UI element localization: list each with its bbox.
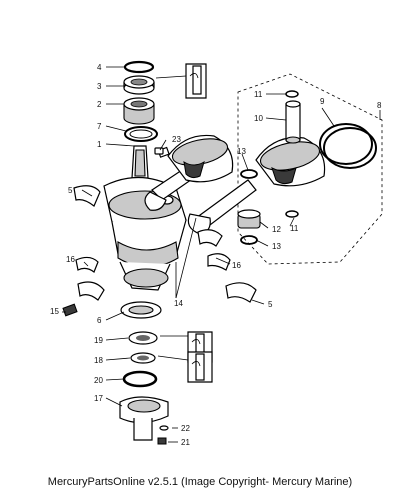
callout-13-upper: 13	[237, 147, 246, 156]
piston-group-box	[237, 73, 383, 265]
callout-1: 1	[97, 140, 102, 149]
callout-4: 4	[97, 63, 102, 72]
lower-seal-19	[128, 331, 158, 345]
callout-16-right: 16	[232, 261, 241, 270]
bearing-cage-right	[197, 229, 231, 271]
callout-3: 3	[97, 82, 102, 91]
callout-11-upper: 11	[254, 90, 263, 99]
callout-14: 14	[174, 299, 183, 308]
callout-19: 19	[94, 336, 103, 345]
callout-13-lower: 13	[272, 242, 281, 251]
callout-17: 17	[94, 394, 103, 403]
thrust-washer-lower	[240, 235, 258, 245]
retainer-ring-lower	[285, 210, 299, 218]
callout-16-left: 16	[66, 255, 75, 264]
washer-22	[159, 425, 169, 431]
leader-lines	[62, 66, 381, 443]
piston-rings	[319, 123, 377, 169]
bearing-pin-inset-upper	[185, 63, 207, 99]
callout-15: 15	[50, 307, 59, 316]
bearing-pin-inset-18	[187, 351, 213, 383]
bearing-half-left	[73, 185, 101, 207]
callout-5-left: 5	[68, 186, 73, 195]
thrust-washer-upper	[240, 169, 258, 179]
callout-2: 2	[97, 100, 102, 109]
callout-20: 20	[94, 376, 103, 385]
end-cap	[119, 396, 169, 441]
needle-bearing	[237, 209, 261, 229]
callout-9: 9	[320, 97, 325, 106]
upper-bearing	[123, 97, 155, 125]
callout-22: 22	[181, 424, 190, 433]
crankshaft	[103, 145, 187, 291]
needle-bearing-race	[124, 126, 158, 142]
callout-5-right: 5	[268, 300, 273, 309]
piston-pin	[285, 100, 301, 144]
bearing-cage-left	[75, 256, 105, 301]
rod-cap-screw	[62, 303, 78, 317]
callout-10: 10	[254, 114, 263, 123]
callout-6: 6	[97, 316, 102, 325]
o-ring-20	[122, 370, 158, 388]
lower-bearing	[120, 301, 162, 319]
lower-seal-18	[130, 352, 156, 364]
piston-upper	[167, 134, 234, 183]
callout-11-lower: 11	[290, 224, 299, 233]
callout-21: 21	[181, 438, 190, 447]
upper-seal	[123, 75, 155, 95]
bearing-half-right	[225, 282, 257, 303]
callout-7: 7	[97, 122, 102, 131]
retainer-ring-upper	[285, 90, 299, 98]
connecting-rod-lower	[187, 179, 257, 235]
callout-8: 8	[377, 101, 382, 110]
top-seal-ring	[123, 60, 155, 74]
callout-12: 12	[272, 225, 281, 234]
callout-18: 18	[94, 356, 103, 365]
pin-23	[154, 147, 164, 155]
end-cap-bolt	[157, 437, 167, 445]
callout-23: 23	[172, 135, 181, 144]
piston-lower	[255, 136, 326, 187]
copyright-footer: MercuryPartsOnline v2.5.1 (Image Copyrig…	[47, 476, 353, 488]
